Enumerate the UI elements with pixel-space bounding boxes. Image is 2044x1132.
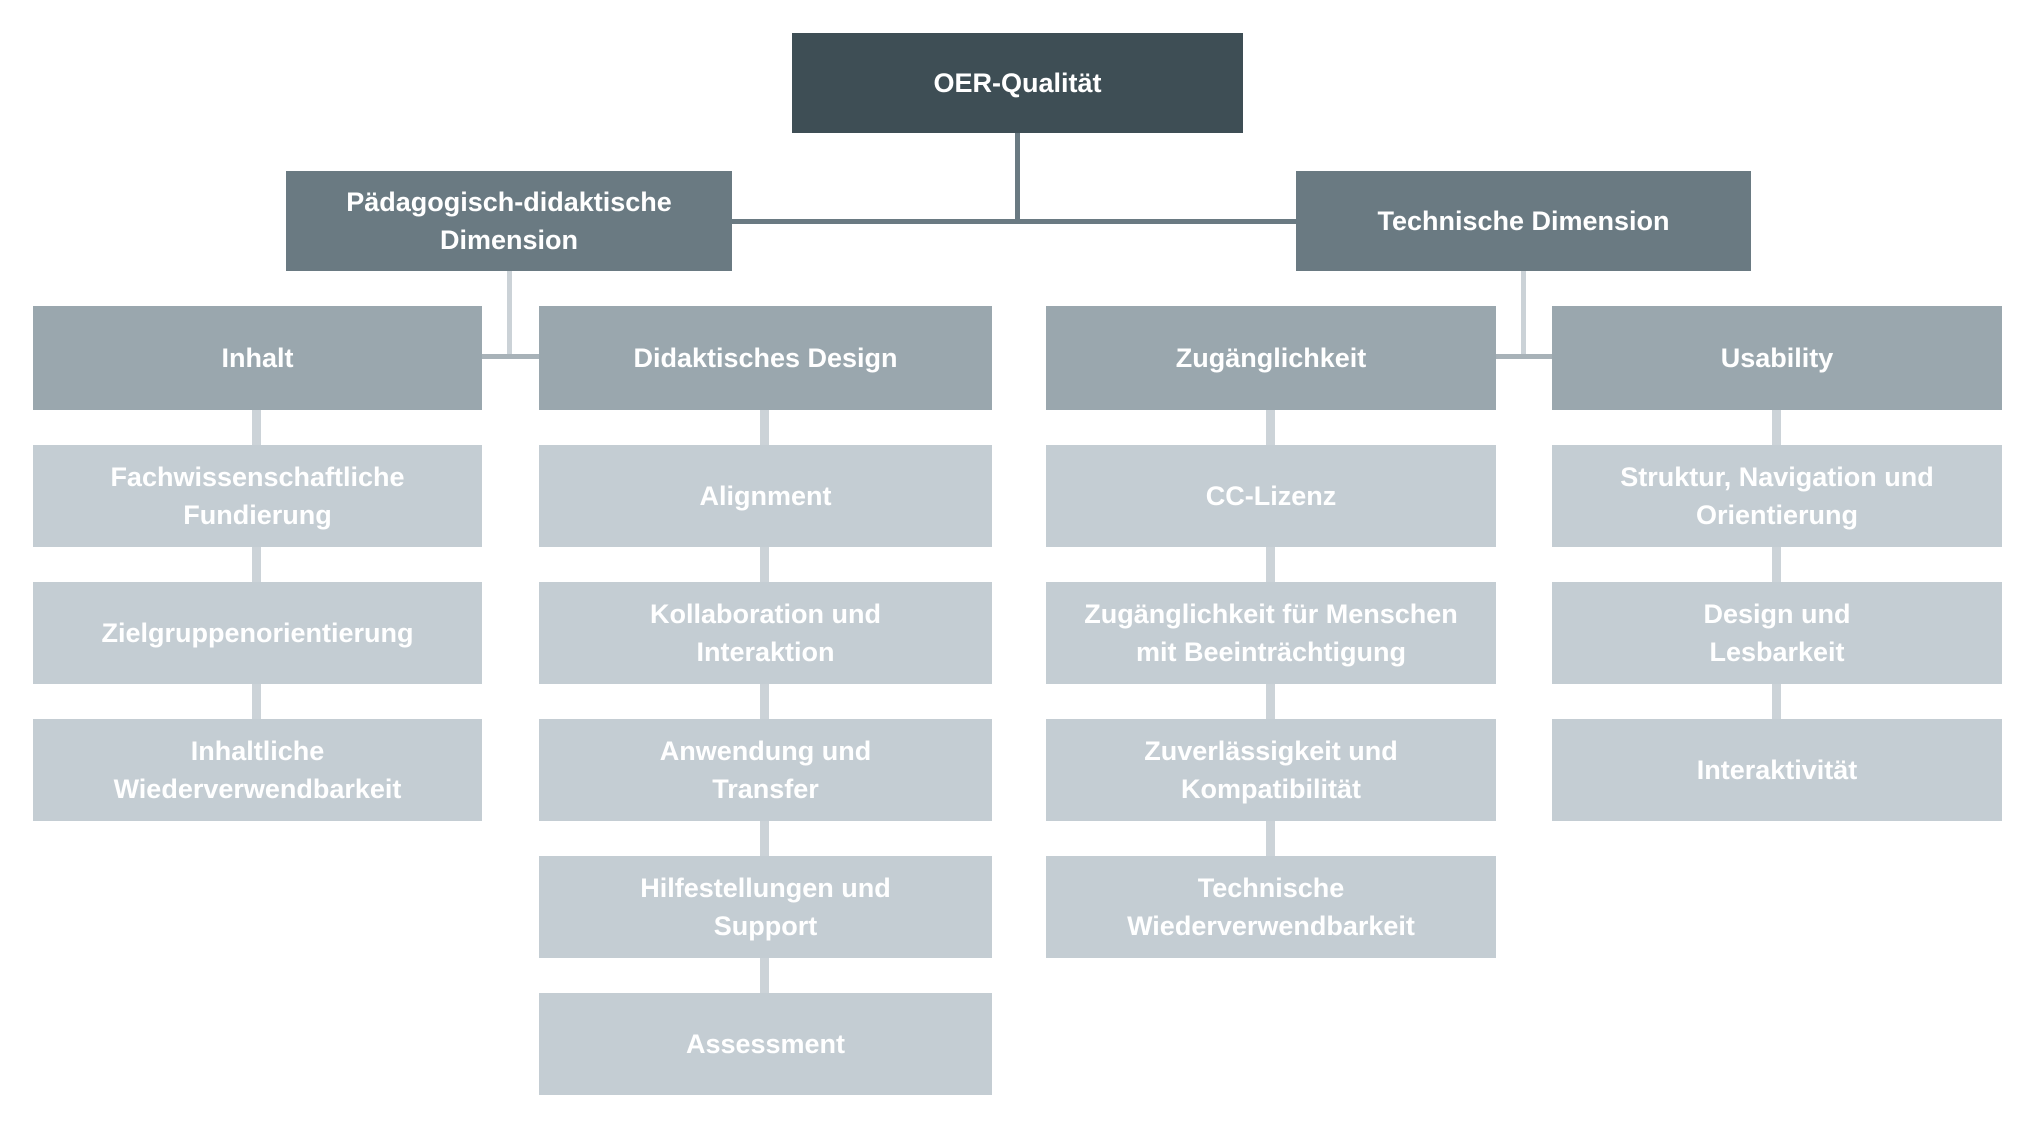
connector-join-inhalt-didaktik <box>482 354 539 359</box>
item-box-hilfestellungen-support: Hilfestellungen und Support <box>539 856 992 958</box>
dimension-box-technisch: Technische Dimension <box>1296 171 1751 271</box>
item-box-zugaenglichkeit-menschen-beeintraechtigung: Zugänglichkeit für Menschen mit Beeinträ… <box>1046 582 1496 684</box>
dimension-box-paedagogisch-didaktisch: Pädagogisch-didaktische Dimension <box>286 171 732 271</box>
connector-inhalt-2 <box>252 547 261 582</box>
item-box-alignment: Alignment <box>539 445 992 547</box>
item-box-struktur-navigation-orientierung: Struktur, Navigation und Orientierung <box>1552 445 2002 547</box>
connector-usability-2 <box>1772 547 1781 582</box>
connector-usability-1 <box>1772 410 1781 445</box>
category-box-inhalt: Inhalt <box>33 306 482 410</box>
connector-inhalt-1 <box>252 410 261 445</box>
connector-technisch-drop <box>1521 270 1526 358</box>
connector-didaktik-3 <box>760 684 769 719</box>
connector-didaktik-4 <box>760 821 769 856</box>
connector-zugaenglichkeit-1 <box>1266 410 1275 445</box>
connector-zugaenglichkeit-2 <box>1266 547 1275 582</box>
item-box-assessment: Assessment <box>539 993 992 1095</box>
connector-root-vertical <box>1015 133 1020 223</box>
category-box-zugaenglichkeit: Zugänglichkeit <box>1046 306 1496 410</box>
root-box-oer-qualitaet: OER-Qualität <box>792 33 1243 133</box>
connector-zugaenglichkeit-4 <box>1266 821 1275 856</box>
connector-didaktik-5 <box>760 958 769 993</box>
item-box-inhaltliche-wiederverwendbarkeit: Inhaltliche Wiederverwendbarkeit <box>33 719 482 821</box>
category-box-usability: Usability <box>1552 306 2002 410</box>
connector-dimension-rail <box>732 219 1296 224</box>
item-box-zuverlaessigkeit-kompatibilitaet: Zuverlässigkeit und Kompatibilität <box>1046 719 1496 821</box>
connector-join-zugaenglichkeit-usability <box>1496 354 1552 359</box>
connector-didaktik-2 <box>760 547 769 582</box>
connector-zugaenglichkeit-3 <box>1266 684 1275 719</box>
connector-inhalt-3 <box>252 684 261 719</box>
item-box-zielgruppenorientierung: Zielgruppenorientierung <box>33 582 482 684</box>
item-box-cc-lizenz: CC-Lizenz <box>1046 445 1496 547</box>
category-box-didaktisches-design: Didaktisches Design <box>539 306 992 410</box>
item-box-interaktivitaet: Interaktivität <box>1552 719 2002 821</box>
item-box-technische-wiederverwendbarkeit: Technische Wiederverwendbarkeit <box>1046 856 1496 958</box>
item-box-design-lesbarkeit: Design und Lesbarkeit <box>1552 582 2002 684</box>
item-box-fachwissenschaftliche-fundierung: Fachwissenschaftliche Fundierung <box>33 445 482 547</box>
item-box-kollaboration-interaktion: Kollaboration und Interaktion <box>539 582 992 684</box>
connector-usability-3 <box>1772 684 1781 719</box>
connector-paedagogisch-drop <box>507 270 512 358</box>
item-box-anwendung-transfer: Anwendung und Transfer <box>539 719 992 821</box>
connector-didaktik-1 <box>760 410 769 445</box>
